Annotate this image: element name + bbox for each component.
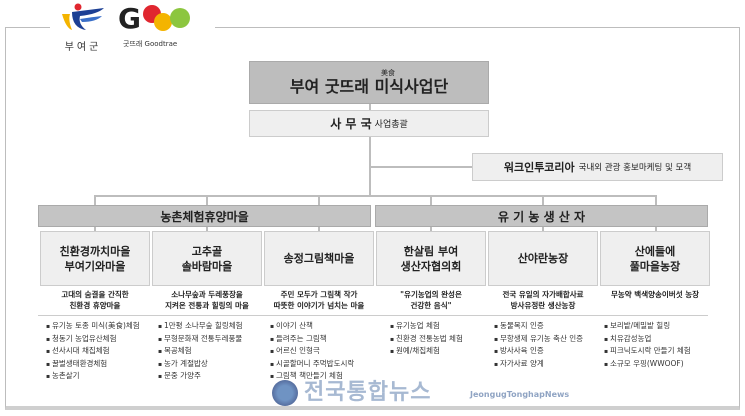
list-item: 방사사육 인증	[494, 345, 606, 358]
goodtrae-logo: G 굿뜨래 Goodtrae	[118, 2, 208, 48]
category-rural-village: 농촌체험휴양마을	[38, 205, 371, 227]
list-item: 농촌살기	[46, 370, 158, 383]
office-name: 사 무 국	[330, 117, 372, 131]
watermark: 전국통합뉴스 JeongugTonghapNews	[270, 380, 570, 408]
program-list: 보리밭/메밀밭 힐링 치유감성농업 피크닉도시락 만들기 체험 소규모 우핑(W…	[604, 320, 716, 370]
list-item: 들려주는 그림책	[270, 333, 382, 346]
list-item: 꿀벌생태환경체험	[46, 358, 158, 371]
top-org-box: 美食 부여 굿뜨래 미식사업단	[249, 61, 489, 104]
partner-role: 국내외 관광 홍보마케팅 및 모객	[578, 163, 692, 173]
list-item: 무항생제 유기농 축산 인증	[494, 333, 606, 346]
list-item: 소규모 우핑(WWOOF)	[604, 358, 716, 371]
divider	[38, 315, 708, 316]
program-list: 유기농 토종 미식(美食)체험 청동기 농업유산체험 선사시대 채집체험 꿀벌생…	[46, 320, 158, 383]
list-item: 치유감성농업	[604, 333, 716, 346]
list-item: 문중 가양주	[158, 370, 270, 383]
member-box: 친환경까치마을 부여기와마을	[40, 231, 150, 286]
member-description: 주민 모두가 그림책 작가 따뜻한 이야기가 넘치는 마을	[273, 290, 365, 310]
member-description: 무농약 백색양송이버섯 농장	[610, 290, 700, 299]
county-name: 부여군	[64, 42, 102, 53]
list-item: 피크닉도시락 만들기 체험	[604, 345, 716, 358]
member-box: 한살림 부여 생산자협의회	[376, 231, 486, 286]
list-item: 어르신 인형극	[270, 345, 382, 358]
connector	[369, 137, 371, 195]
org-title: 부여 굿뜨래 미식사업단	[289, 76, 449, 96]
member-description: 고대의 숨결을 간직한 친환경 휴양마을	[61, 290, 129, 310]
member-box: 송정그림책마을	[264, 231, 374, 286]
program-list: 유기농업 체험 친환경 전통농법 체험 원예/채집체험	[390, 320, 502, 358]
list-item: 시골할머니 주먹밥도시락	[270, 358, 382, 371]
brand-name: 굿뜨래 Goodtrae	[123, 40, 178, 48]
svg-text:G: G	[118, 2, 141, 32]
member-description: 전국 유일의 자가배합사료 방사유정란 생산농장	[502, 290, 584, 310]
office-role: 사업총괄	[374, 120, 408, 130]
program-list: 동물복지 인증 무항생제 유기농 축산 인증 방사사육 인증 자가사료 양계	[494, 320, 606, 370]
buyeo-emblem-icon	[62, 3, 104, 30]
partner-name: 워크인투코리아	[503, 161, 575, 174]
member-box: 산에들에 풀마을농장	[600, 231, 710, 286]
goodtrae-mark-icon: G	[118, 2, 190, 35]
partner-box: 워크인투코리아 국내외 관광 홍보마케팅 및 모객	[472, 153, 723, 181]
hanja-annotation: 美食	[381, 68, 395, 77]
list-item: 이야기 산책	[270, 320, 382, 333]
office-box: 사 무 국 사업총괄	[249, 110, 489, 137]
member-box: 산야란농장	[488, 231, 598, 286]
program-list: 1만평 소나무숲 힐링체험 무형문화재 전통두레풍물 목공체험 농가 계절밥상 …	[158, 320, 270, 383]
buyeo-logo: 부여군	[58, 2, 108, 53]
list-item: 유기농업 체험	[390, 320, 502, 333]
list-item: 무형문화재 전통두레풍물	[158, 333, 270, 346]
watermark-english: JeongugTonghapNews	[470, 390, 570, 399]
member-description: "유기농업의 완성은 건강한 음식"	[400, 290, 462, 310]
list-item: 원예/채집체험	[390, 345, 502, 358]
diagram-frame	[5, 27, 740, 410]
list-item: 친환경 전통농법 체험	[390, 333, 502, 346]
list-item: 유기농 토종 미식(美食)체험	[46, 320, 158, 333]
category-organic-producers: 유 기 농 생 산 자	[375, 205, 708, 227]
connector	[94, 195, 656, 197]
watermark-korean: 전국통합뉴스	[304, 380, 432, 405]
member-box: 고추골 솔바람마을	[152, 231, 262, 286]
connector	[370, 166, 472, 168]
list-item: 청동기 농업유산체험	[46, 333, 158, 346]
list-item: 목공체험	[158, 345, 270, 358]
list-item: 1만평 소나무숲 힐링체험	[158, 320, 270, 333]
list-item: 자가사료 양계	[494, 358, 606, 371]
list-item: 그림책 책만들기 체험	[270, 370, 382, 383]
member-description: 소나무숲과 두레풍장을 지켜온 전통과 힐링의 마을	[165, 290, 249, 310]
globe-icon	[272, 380, 298, 406]
list-item: 농가 계절밥상	[158, 358, 270, 371]
connector	[369, 104, 371, 110]
list-item: 보리밭/메밀밭 힐링	[604, 320, 716, 333]
program-list: 이야기 산책 들려주는 그림책 어르신 인형극 시골할머니 주먹밥도시락 그림책…	[270, 320, 382, 383]
list-item: 선사시대 채집체험	[46, 345, 158, 358]
list-item: 동물복지 인증	[494, 320, 606, 333]
